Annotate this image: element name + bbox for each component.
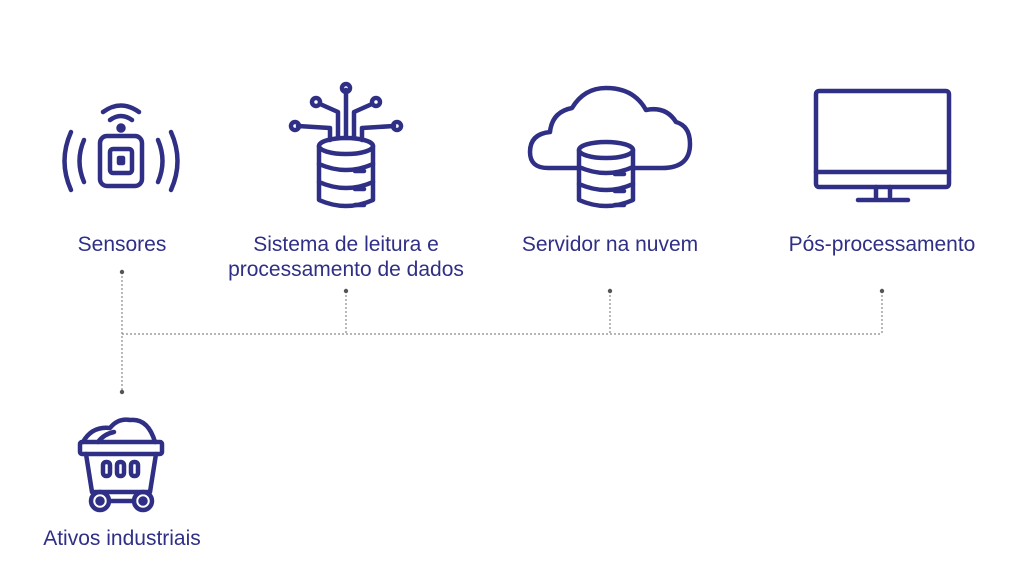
industrial-assets-label: Ativos industriais bbox=[43, 527, 201, 550]
connector-dot-cloud-server bbox=[607, 288, 613, 294]
reading-system-label: Sistema de leitura e processamento de da… bbox=[206, 232, 486, 282]
post-processing-label: Pós-processamento bbox=[788, 233, 976, 256]
reading-system-label-line2: processamento de dados bbox=[228, 258, 464, 281]
connector-dot-assets bbox=[119, 389, 125, 395]
reading-system-label-line1: Sistema de leitura e bbox=[253, 233, 439, 256]
connector-dot-sensors bbox=[119, 269, 125, 275]
connector-dot-reading-system bbox=[343, 288, 349, 294]
sensors-label: Sensores bbox=[77, 233, 167, 256]
connector-dot-post-processing bbox=[879, 288, 885, 294]
cloud-server-label: Servidor na nuvem bbox=[521, 233, 699, 256]
